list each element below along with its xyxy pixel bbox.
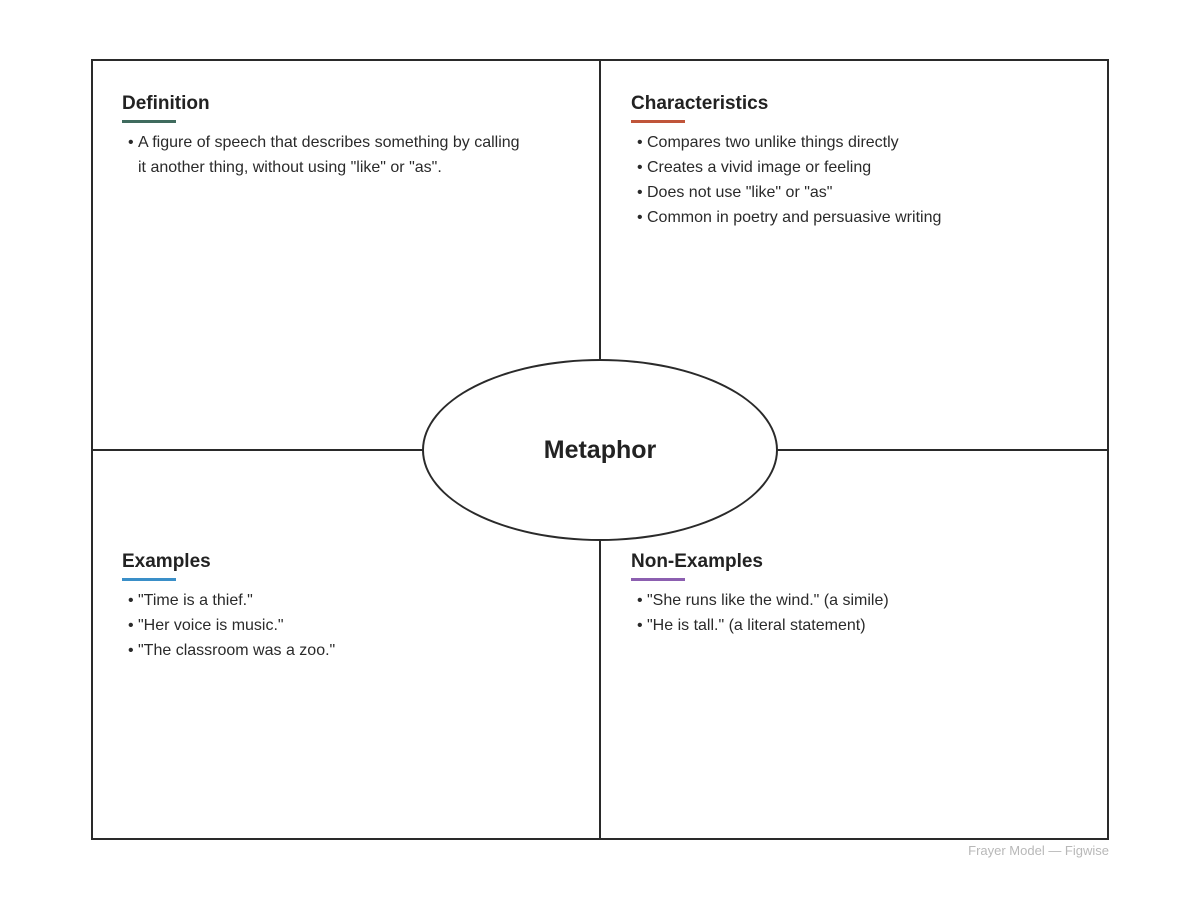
bullet-glyph: • — [637, 134, 643, 151]
quadrant-title-examples: Examples — [122, 551, 211, 572]
bullet-glyph: • — [637, 592, 643, 609]
title-underline-characteristics — [631, 120, 685, 123]
definition-list: •A figure of speech that describes somet… — [122, 130, 522, 180]
list-item-text: "He is tall." (a literal statement) — [647, 617, 866, 634]
examples-list: •"Time is a thief."•"Her voice is music.… — [122, 588, 562, 663]
bullet-glyph: • — [637, 209, 643, 226]
list-item: •"Time is a thief." — [122, 588, 562, 613]
bullet-glyph: • — [637, 159, 643, 176]
list-item-text: "Time is a thief." — [138, 592, 253, 609]
bullet-glyph: • — [128, 134, 134, 151]
list-item-text: "The classroom was a zoo." — [138, 642, 336, 659]
list-item-text: Compares two unlike things directly — [647, 134, 899, 151]
quadrant-title-non-examples: Non-Examples — [631, 551, 763, 572]
non-examples-list: •"She runs like the wind." (a simile)•"H… — [631, 588, 1071, 638]
bullet-glyph: • — [128, 592, 134, 609]
bullet-glyph: • — [128, 642, 134, 659]
quadrant-definition: Definition •A figure of speech that desc… — [122, 93, 522, 180]
list-item-text: A figure of speech that describes someth… — [138, 134, 520, 176]
quadrant-characteristics: Characteristics •Compares two unlike thi… — [631, 93, 1071, 230]
list-item: •Does not use "like" or "as" — [631, 180, 1071, 205]
title-underline-examples — [122, 578, 176, 581]
list-item: •"The classroom was a zoo." — [122, 638, 562, 663]
list-item: •"He is tall." (a literal statement) — [631, 613, 1071, 638]
list-item: •Common in poetry and persuasive writing — [631, 205, 1071, 230]
list-item: •"She runs like the wind." (a simile) — [631, 588, 1071, 613]
list-item: •Creates a vivid image or feeling — [631, 155, 1071, 180]
list-item-text: "Her voice is music." — [138, 617, 284, 634]
center-oval: Metaphor — [422, 359, 778, 541]
list-item-text: Creates a vivid image or feeling — [647, 159, 872, 176]
quadrant-title-characteristics: Characteristics — [631, 93, 769, 114]
footer-credit: Frayer Model — Figwise — [968, 843, 1109, 858]
bullet-glyph: • — [128, 617, 134, 634]
characteristics-list: •Compares two unlike things directly•Cre… — [631, 130, 1071, 230]
quadrant-examples: Examples •"Time is a thief."•"Her voice … — [122, 551, 562, 663]
list-item: •A figure of speech that describes somet… — [122, 130, 522, 180]
bullet-glyph: • — [637, 184, 643, 201]
list-item-text: Common in poetry and persuasive writing — [647, 209, 942, 226]
list-item-text: "She runs like the wind." (a simile) — [647, 592, 889, 609]
list-item: •"Her voice is music." — [122, 613, 562, 638]
title-underline-definition — [122, 120, 176, 123]
list-item-text: Does not use "like" or "as" — [647, 184, 833, 201]
list-item: •Compares two unlike things directly — [631, 130, 1071, 155]
center-term: Metaphor — [543, 435, 657, 464]
quadrant-title-definition: Definition — [122, 93, 210, 114]
title-underline-non-examples — [631, 578, 685, 581]
bullet-glyph: • — [637, 617, 643, 634]
quadrant-non-examples: Non-Examples •"She runs like the wind." … — [631, 551, 1071, 638]
